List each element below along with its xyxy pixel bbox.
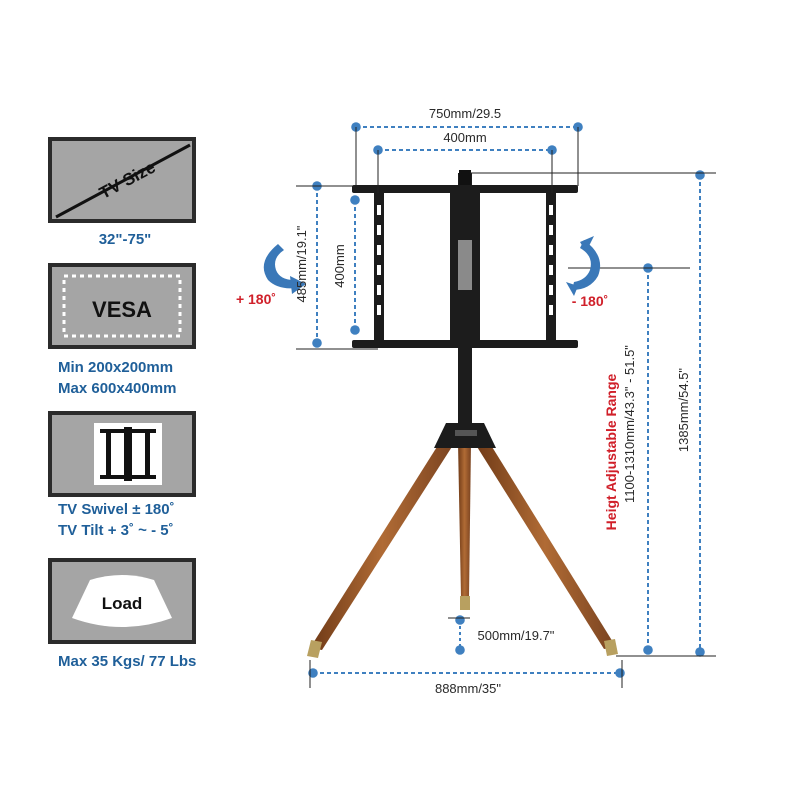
load-label: Load (102, 594, 143, 613)
load-graphic: Load (72, 575, 172, 627)
load-caption: Max 35 Kgs/ 77 Lbs (58, 653, 197, 670)
swivel-panel (48, 411, 196, 497)
label-top-width: 750mm/29.5 (429, 106, 501, 121)
tv-size-graphic: TV Size (55, 143, 191, 219)
swivel-caption: TV Swivel ± 180˚ TV Tilt + 3˚ ~ - 5˚ (58, 499, 228, 541)
vesa-caption: Min 200x200mm Max 600x400mm (58, 357, 228, 399)
label-mount-height: 485mm/19.1" (294, 225, 309, 302)
back-foot-cap (460, 596, 470, 610)
rotate-right-arrow-icon (566, 236, 601, 296)
right-leg (474, 442, 616, 649)
label-inner-height: 400mm (332, 244, 347, 287)
mount-bottom-bar (352, 340, 578, 348)
vesa-graphic: VESA (62, 274, 182, 338)
right-foot-cap (604, 639, 618, 656)
vesa-caption-min: Min 200x200mm (58, 359, 174, 376)
tv-size-caption: 32"-75" (98, 231, 152, 248)
load-fan-shape (72, 575, 172, 627)
left-foot-cap (307, 640, 322, 658)
label-height-range-title: Heigt Adjustable Range (603, 373, 619, 530)
vesa-label: VESA (92, 297, 152, 322)
rotate-left-arrow-icon (263, 244, 306, 294)
swivel-caption-line: TV Swivel ± 180˚ (58, 501, 175, 518)
vesa-dotted-frame (62, 274, 182, 338)
vesa-caption-max: Max 600x400mm (58, 380, 177, 397)
left-leg (310, 442, 455, 650)
vesa-panel: VESA (48, 263, 196, 349)
pole-cover-plate (458, 240, 472, 290)
hub-knob (455, 430, 477, 436)
label-rotate-right: - 180˚ (572, 293, 609, 309)
label-rotate-left: + 180˚ (236, 291, 276, 307)
mount-top-bar (352, 185, 578, 193)
load-panel: Load (48, 558, 196, 644)
label-inner-width: 400mm (443, 130, 486, 145)
swivel-graphic (94, 423, 162, 485)
tv-size-diagonal (55, 143, 191, 219)
label-base-width: 888mm/35" (435, 681, 501, 696)
label-total-height: 1385mm/54.5" (676, 368, 691, 452)
label-height-range: 1100-1310mm/43.3" - 51.5" (622, 345, 637, 503)
tilt-caption-line: TV Tilt + 3˚ ~ - 5˚ (58, 522, 174, 539)
tv-size-panel: TV Size (48, 137, 196, 223)
label-leg-spread: 500mm/19.7" (478, 628, 555, 643)
back-leg (458, 442, 471, 598)
